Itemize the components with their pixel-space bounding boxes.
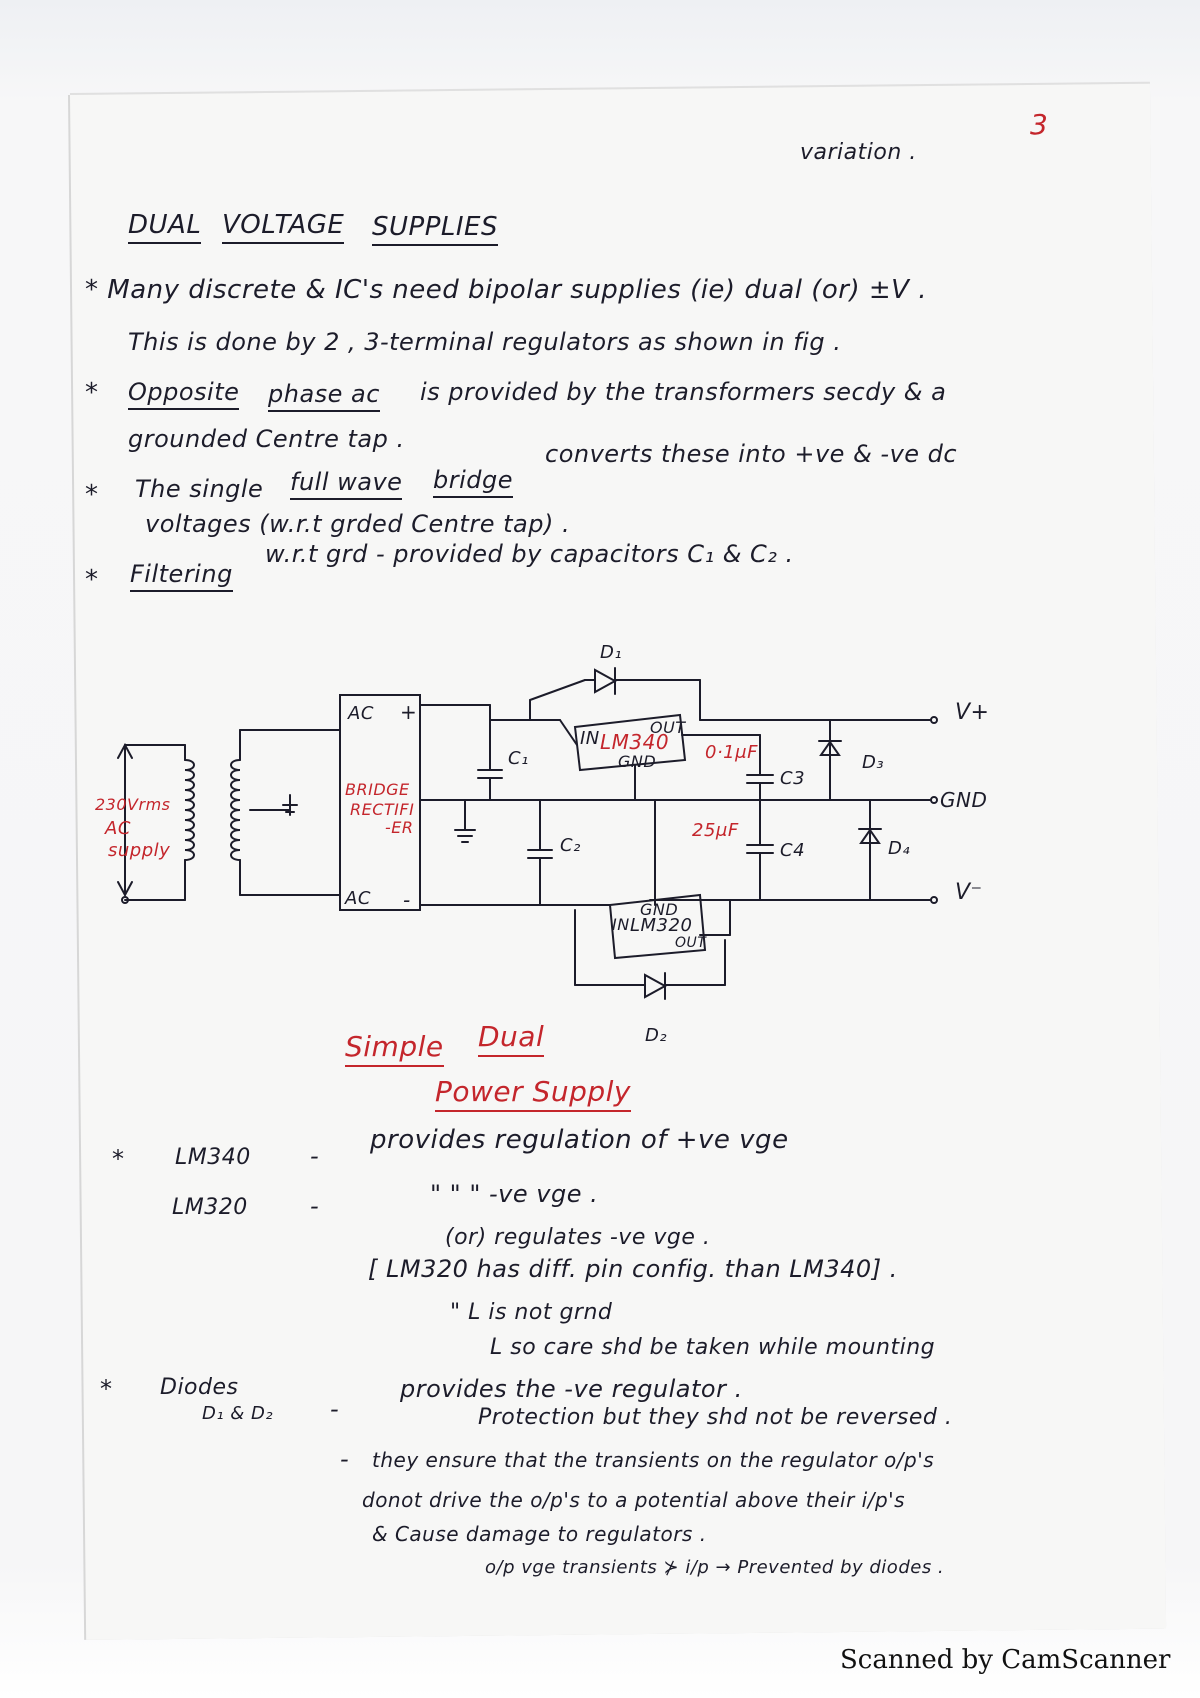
bullet-3-bridge: bridge: [433, 466, 514, 498]
label-c1: C₁: [508, 748, 529, 769]
label-v-minus: V⁻: [955, 880, 983, 905]
label-supply-voltage: 230Vrms: [95, 795, 171, 814]
label-c4: C4: [780, 840, 806, 861]
note-9-text: they ensure that the transients on the r…: [372, 1448, 935, 1472]
bullet-1-line-2: This is done by 2 , 3-terminal regulator…: [128, 328, 842, 356]
bullet-3-pre: The single: [135, 475, 264, 503]
label-lm340-out: OUT: [650, 718, 686, 737]
bullet-2-rest: is provided by the transformers secdy & …: [420, 378, 947, 406]
note-2-dash: -: [310, 1192, 320, 1220]
bullet-2-line-2: grounded Centre tap .: [128, 425, 405, 453]
page-number: 3: [1030, 108, 1049, 141]
bullet-2-opposite: Opposite: [128, 378, 240, 410]
heading-word-dual: DUAL: [128, 210, 202, 244]
label-supply-word: supply: [108, 840, 171, 861]
label-bridge-ac-top: AC: [348, 703, 374, 724]
label-bridge-ac-bottom: AC: [345, 888, 371, 909]
primary-winding: [184, 759, 195, 861]
note-7-star: *: [100, 1375, 113, 1403]
label-c4-value: 25μF: [692, 820, 739, 841]
d1-diode-symbol: [594, 668, 618, 694]
heading-word-supplies: SUPPLIES: [372, 212, 498, 246]
bullet-2-star: *: [85, 378, 99, 408]
caption-dual: Dual: [478, 1020, 545, 1057]
label-lm320-out: OUT: [675, 935, 707, 951]
lm340-regulator-box: [573, 713, 687, 772]
note-1-text: provides regulation of +ve vge: [370, 1125, 789, 1155]
scanner-watermark: Scanned by CamScanner: [840, 1645, 1171, 1675]
caption-power-supply: Power Supply: [435, 1075, 631, 1112]
label-lm340-in: IN: [580, 728, 600, 749]
label-lm320-gnd: GND: [640, 900, 679, 919]
top-fragment-text: variation .: [800, 140, 917, 165]
caption-simple: Simple: [345, 1030, 444, 1067]
label-lm320: LM320: [630, 915, 693, 936]
note-10-text: donot drive the o/p's to a potential abo…: [362, 1488, 906, 1512]
d3-diode-symbol: [819, 740, 841, 756]
bullet-3-line-2: voltages (w.r.t grded Centre tap) .: [145, 510, 571, 538]
note-8-text: Protection but they shd not be reversed …: [478, 1405, 953, 1430]
secondary-winding: [230, 759, 241, 861]
note-7-dash: -: [330, 1395, 340, 1423]
heading-word-voltage: VOLTAGE: [222, 210, 345, 244]
d2-diode-symbol: [644, 973, 668, 999]
label-bridge-line-1: BRIDGE: [345, 780, 410, 799]
note-7-d1-d2: D₁ & D₂: [202, 1403, 274, 1424]
note-4-text: [ LM320 has diff. pin config. than LM340…: [368, 1255, 898, 1283]
note-12-text: o/p vge transients ⊁ i/p → Prevented by …: [485, 1557, 945, 1578]
note-11-text: & Cause damage to regulators .: [372, 1522, 707, 1546]
label-c3: C3: [780, 768, 806, 789]
bullet-3-star: *: [85, 480, 99, 510]
bullet-4-star: *: [85, 565, 99, 595]
label-d4: D₄: [888, 838, 911, 859]
d4-diode-symbol: [859, 828, 881, 844]
label-lm320-in: IN: [612, 915, 630, 934]
note-1-lm340: LM340: [175, 1145, 251, 1170]
label-d1: D₁: [600, 642, 623, 663]
label-bridge-minus: -: [403, 888, 411, 912]
bullet-3-full-wave: full wave: [290, 468, 403, 500]
note-6-text: L so care shd be taken while mounting: [490, 1335, 936, 1360]
label-lm340-gnd: GND: [618, 752, 657, 771]
note-2-lm320: LM320: [172, 1195, 248, 1220]
note-7-diodes: Diodes: [160, 1375, 239, 1400]
note-1-dash: -: [310, 1142, 320, 1170]
note-7-text: provides the -ve regulator .: [400, 1375, 743, 1403]
label-d3: D₃: [862, 752, 885, 773]
bridge-rectifier-box: [339, 694, 421, 911]
label-v-plus: V+: [955, 700, 990, 725]
label-supply-ac: AC: [105, 818, 131, 839]
label-lm340: LM340: [600, 730, 670, 754]
label-bridge-line-2: RECTIFI: [350, 800, 415, 819]
note-2-text: " " " -ve vge .: [430, 1180, 599, 1208]
bullet-1-line-1: * Many discrete & IC's need bipolar supp…: [85, 275, 927, 305]
label-bridge-plus: +: [400, 700, 418, 724]
bullet-3-rest: converts these into +ve & -ve dc: [545, 440, 958, 468]
bullet-4-filtering: Filtering: [130, 560, 233, 592]
note-5-text: " L is not grnd: [450, 1300, 613, 1325]
label-bridge-line-3: -ER: [385, 818, 414, 837]
note-3-text: (or) regulates -ve vge .: [445, 1225, 711, 1250]
label-d2: D₂: [645, 1025, 668, 1046]
bullet-2-phase-ac: phase ac: [268, 380, 380, 412]
label-c2: C₂: [560, 835, 581, 856]
label-c3-value: 0·1μF: [705, 742, 758, 763]
note-9-dash: -: [340, 1445, 350, 1473]
note-1-star: *: [112, 1145, 125, 1173]
bullet-4-rest: w.r.t grd - provided by capacitors C₁ & …: [265, 540, 794, 568]
lm320-regulator-box: [608, 893, 707, 960]
label-gnd: GND: [940, 788, 988, 812]
